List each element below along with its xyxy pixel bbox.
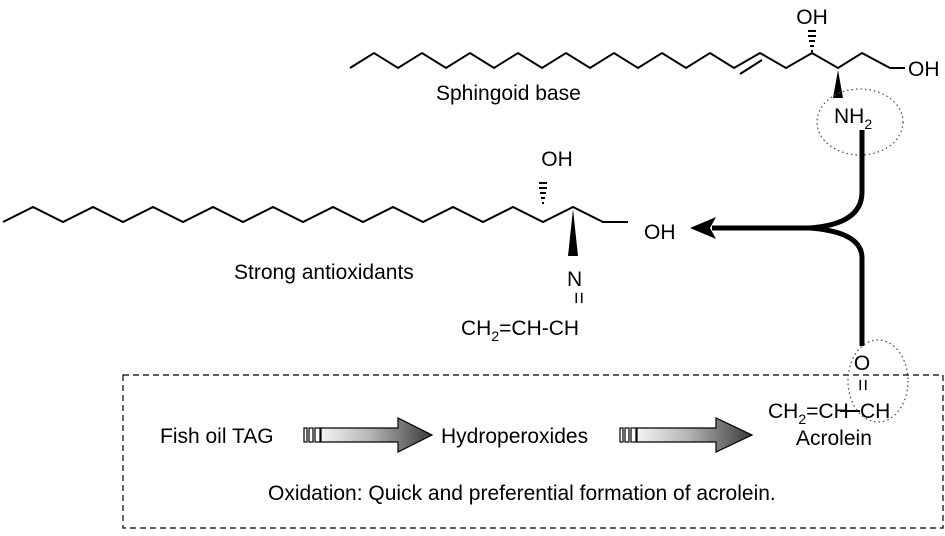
product-oh-top-label: OH: [541, 148, 573, 171]
reaction-arrow: [690, 130, 865, 346]
sphingoid-nh2-label: NH2: [834, 105, 872, 132]
oxidation-caption: Oxidation: Quick and preferential format…: [268, 482, 776, 505]
product-oh-hash-wedge: [539, 182, 547, 204]
fish-oil-tag-label: Fish oil TAG: [160, 425, 274, 448]
arrow-tail-bars-2: [619, 427, 637, 443]
sphingoid-base-molecule: OH OH NH2 Sphingoid base: [349, 6, 940, 156]
acrolein-molecule: CH2=CH CH O = Acrolein: [768, 339, 909, 450]
hydroperoxides-label: Hydroperoxides: [441, 425, 588, 448]
sphingoid-trans-double-bond: [739, 59, 763, 75]
sphingoid-nh2-wedge: [833, 70, 843, 98]
acrolein-ch-label: CH: [860, 400, 890, 423]
arrow-tail-bars-1: [303, 427, 321, 443]
product-alkyl-chain: [2, 205, 628, 224]
acrolein-name: Acrolein: [796, 427, 872, 450]
gradient-arrow-2: [636, 417, 754, 453]
sphingoid-oh-hash-wedge: [808, 30, 816, 52]
product-imine-n-label: N: [567, 268, 582, 291]
oxidation-box: Fish oil TAG Hydroperoxides Oxidation: Q…: [122, 374, 944, 529]
reaction-arrow-head: [690, 217, 716, 239]
reaction-arrow-lower-branch: [809, 225, 865, 346]
acrolein-chain-label: CH2=CH: [768, 400, 849, 427]
product-name: Strong antioxidants: [234, 261, 414, 284]
antioxidant-product-molecule: OH OH N = CH2=CH-CH Strong antioxidants: [2, 148, 676, 344]
product-acrolein-chain-label: CH2=CH-CH: [461, 317, 579, 344]
acrolein-o-label: O: [854, 352, 870, 375]
gradient-arrow-1: [320, 417, 434, 453]
sphingoid-alkyl-chain: [349, 51, 891, 70]
product-oh-right-label: OH: [644, 221, 676, 244]
sphingoid-oh-top-label: OH: [796, 6, 828, 29]
carbonyl-group-highlight-circle: [847, 339, 909, 423]
product-imine-double-bond: =: [567, 292, 590, 304]
oxidation-box-border: [122, 374, 944, 529]
sphingoid-oh-right-label: OH: [908, 58, 940, 81]
acrolein-carbonyl-double-bond: =: [851, 379, 874, 391]
reaction-arrow-upper-branch: [809, 130, 865, 231]
product-n-wedge: [568, 209, 578, 256]
sphingoid-base-name: Sphingoid base: [436, 82, 581, 105]
